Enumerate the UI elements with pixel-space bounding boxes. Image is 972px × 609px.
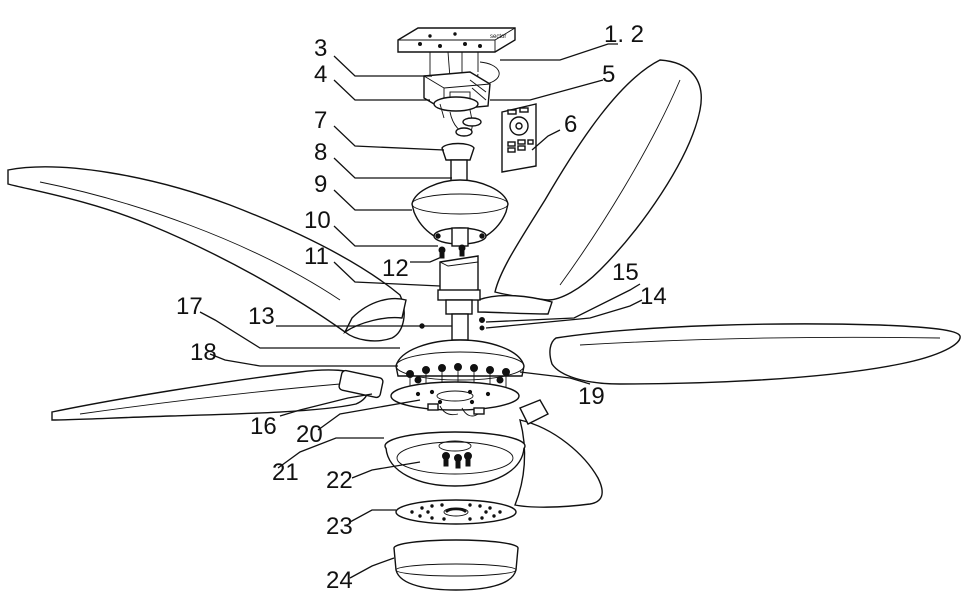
label-20: 20 (296, 421, 323, 448)
blade-right-bottom (514, 419, 603, 508)
label-17: 17 (176, 293, 203, 320)
label-18: 18 (190, 339, 217, 366)
led-board (395, 499, 517, 525)
label-12: 12 (382, 255, 409, 282)
label-16: 16 (250, 413, 277, 440)
label-19: 19 (578, 383, 605, 410)
label-3: 3 (314, 35, 327, 62)
label-1-2: 1. 2 (604, 21, 644, 48)
label-13: 13 (248, 303, 275, 330)
label-22: 22 (326, 467, 353, 494)
label-11: 11 (304, 243, 329, 270)
label-7: 7 (314, 107, 327, 134)
label-21: 21 (272, 459, 299, 486)
label-8: 8 (314, 139, 327, 166)
label-4: 4 (314, 61, 327, 88)
label-14: 14 (640, 283, 667, 310)
downrod (450, 159, 468, 183)
label-9: 9 (314, 171, 327, 198)
remote-control (501, 103, 537, 173)
mounting-plate (390, 381, 520, 411)
label-6: 6 (564, 111, 577, 138)
label-10: 10 (304, 207, 331, 234)
blade-right-lower (549, 323, 961, 385)
svg-text:sector: sector (490, 34, 506, 40)
blade-left-upper (7, 166, 405, 342)
label-5: 5 (602, 61, 615, 88)
label-23: 23 (326, 513, 353, 540)
coupler (439, 255, 479, 295)
blade-left-lower (51, 369, 369, 421)
blade-right-upper (494, 59, 702, 301)
label-24: 24 (326, 567, 353, 594)
label-15: 15 (612, 259, 639, 286)
